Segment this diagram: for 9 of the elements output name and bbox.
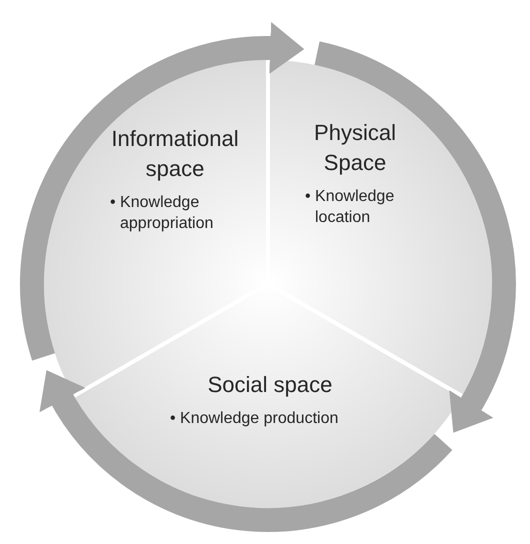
bullet-text: • Knowledge production xyxy=(170,409,340,429)
cycle-arrow xyxy=(314,42,516,434)
cycle-arrow xyxy=(20,22,304,360)
cycle-arrow xyxy=(40,370,452,532)
segment-heading: Social space xyxy=(208,371,332,399)
bullet-text: • Knowledge location xyxy=(305,187,396,228)
segment-heading: Physical Space xyxy=(313,119,397,177)
bullet-text: • Knowledge appropriation xyxy=(110,193,214,234)
segment-heading: Informational space xyxy=(110,125,240,183)
